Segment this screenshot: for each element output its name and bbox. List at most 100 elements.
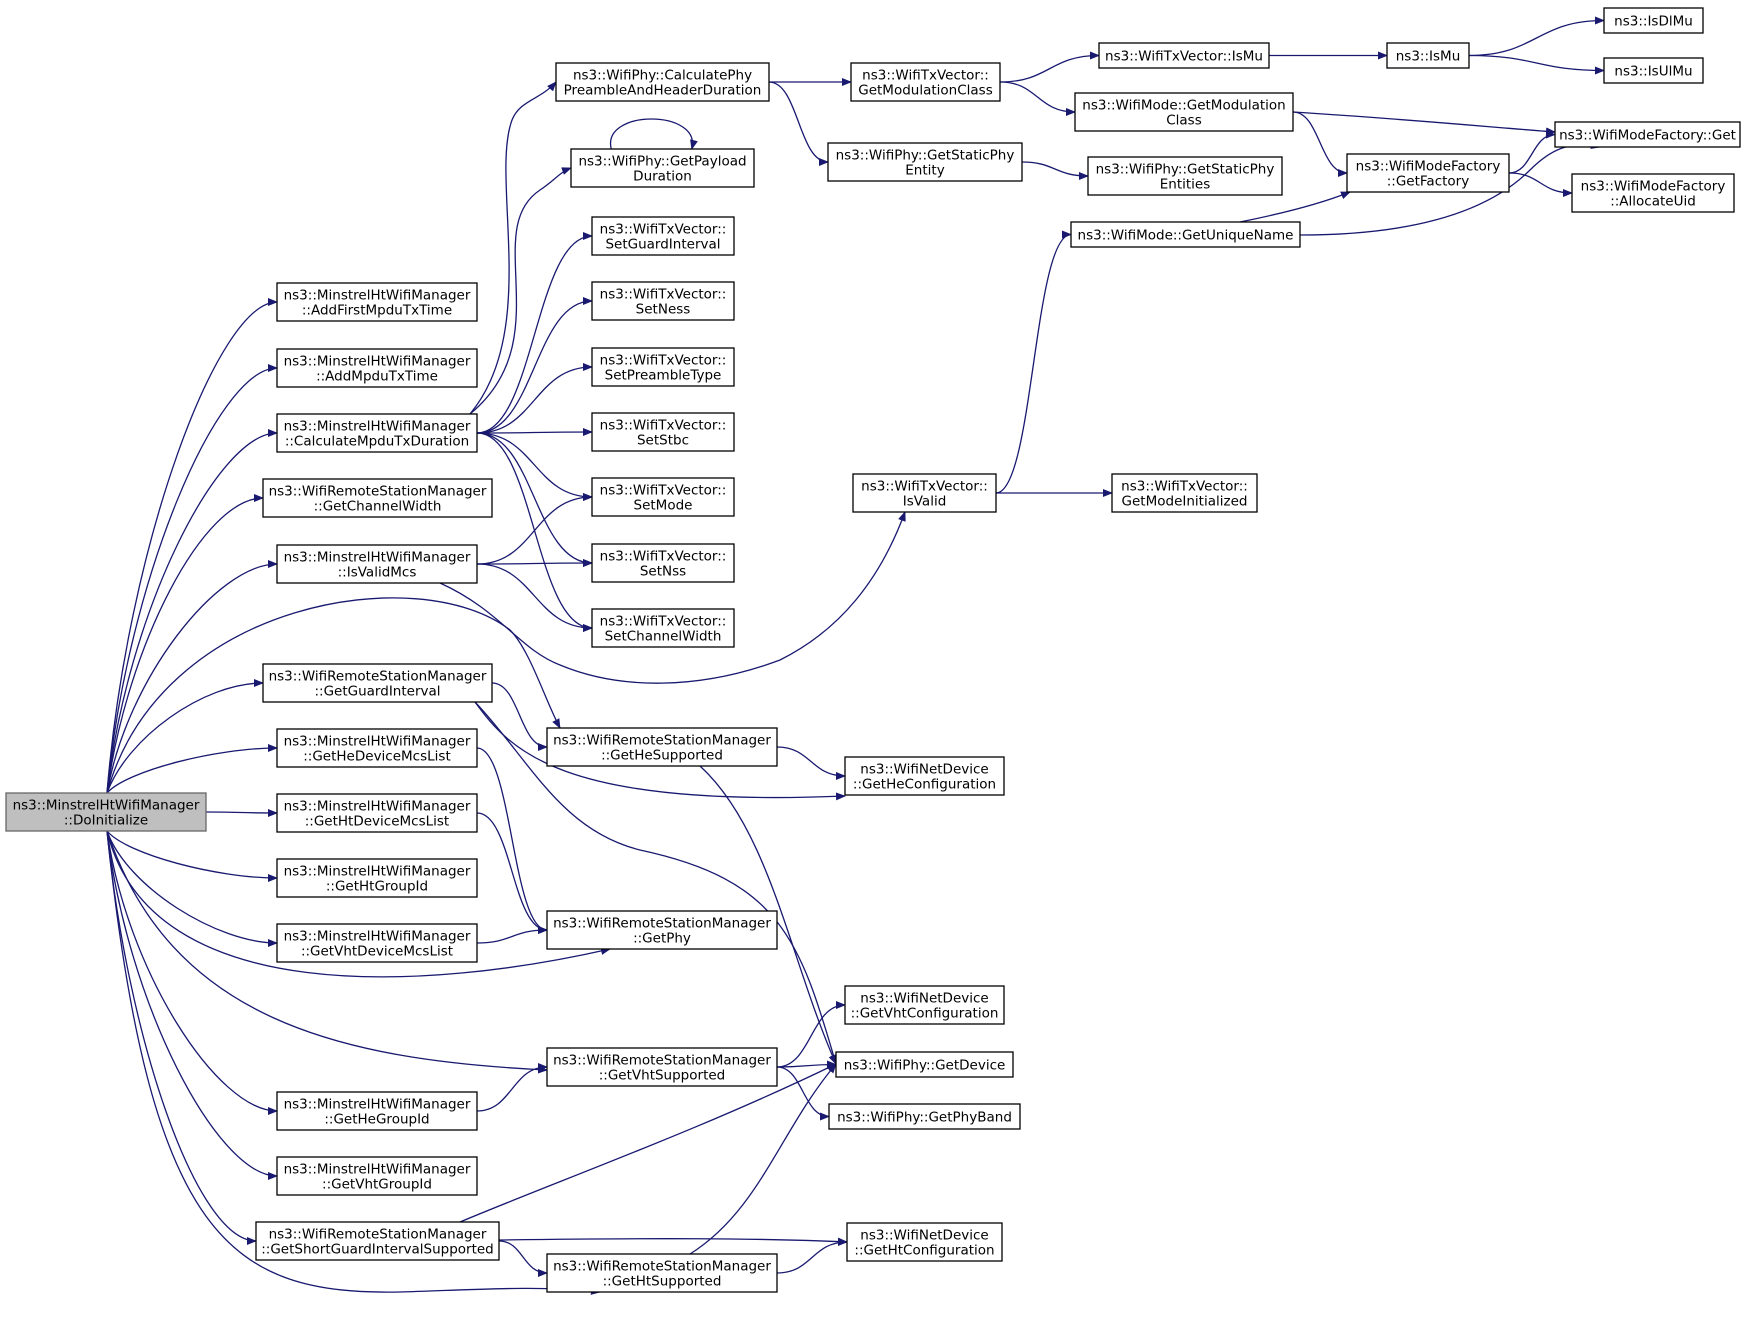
node-factoryGet[interactable]: ns3::WifiModeFactory::Get	[1554, 121, 1741, 148]
node-getVhtSupported[interactable]: ns3::WifiRemoteStationManager::GetVhtSup…	[546, 1047, 778, 1087]
node-getVhtDeviceMcs[interactable]: ns3::MinstrelHtWifiManager::GetVhtDevice…	[276, 923, 478, 963]
node-getHtDeviceMcs[interactable]: ns3::MinstrelHtWifiManager::GetHtDeviceM…	[276, 793, 478, 833]
node-isUlMu[interactable]: ns3::IsUlMu	[1603, 57, 1704, 84]
node-label-getStaticPhyEntities-1: Entities	[1160, 177, 1211, 193]
node-label-getChannelWidth-1: ::GetChannelWidth	[314, 499, 442, 515]
edge-factoryGetFactory-to-allocateUid	[1508, 172, 1573, 197]
edge-getVhtSupported-to-getPhyBand	[776, 1066, 830, 1121]
node-label-calcPreamble-0: ns3::WifiPhy::CalculatePhy	[573, 68, 752, 84]
edge-root-to-getChannelWidth	[106, 494, 264, 794]
node-txGetModClass[interactable]: ns3::WifiTxVector::GetModulationClass	[850, 62, 1001, 102]
node-label-addFirstMpdu-1: ::AddFirstMpduTxTime	[302, 303, 452, 319]
node-label-setChWidth-1: SetChannelWidth	[605, 629, 722, 645]
node-getPhy[interactable]: ns3::WifiRemoteStationManager::GetPhy	[546, 910, 778, 950]
edge-getSgiSupported-to-getHtConfig	[498, 1237, 848, 1246]
edge-isValidMcs-to-setMode	[476, 493, 593, 565]
edge-isMu-to-isDlMu	[1468, 16, 1605, 57]
node-getVhtGroupId[interactable]: ns3::MinstrelHtWifiManager::GetVhtGroupI…	[276, 1156, 478, 1196]
edge-calcMpdu-to-setNess	[476, 297, 593, 434]
node-box-addMpdu	[276, 348, 478, 388]
node-label-getUniqueName-0: ns3::WifiMode::GetUniqueName	[1078, 228, 1294, 244]
edge-getHtSupported-to-getDevice	[689, 1063, 837, 1255]
node-label-isDlMu-0: ns3::IsDlMu	[1614, 14, 1693, 30]
edge-factoryGetFactory-to-factoryGet	[1508, 130, 1556, 174]
node-box-addFirstMpdu	[276, 282, 478, 322]
node-getHtConfig[interactable]: ns3::WifiNetDevice::GetHtConfiguration	[846, 1222, 1003, 1262]
node-box-setChWidth	[591, 608, 735, 648]
node-root[interactable]: ns3::MinstrelHtWifiManager::DoInitialize	[5, 792, 207, 832]
node-setNess[interactable]: ns3::WifiTxVector::SetNess	[591, 281, 735, 321]
edge-root-to-getPhy	[106, 830, 611, 978]
node-isValid[interactable]: ns3::WifiTxVector::IsValid	[852, 473, 997, 513]
node-allocateUid[interactable]: ns3::WifiModeFactory::AllocateUid	[1571, 173, 1735, 213]
node-getVhtConfig[interactable]: ns3::WifiNetDevice::GetVhtConfiguration	[844, 985, 1005, 1025]
node-getDevice[interactable]: ns3::WifiPhy::GetDevice	[835, 1051, 1014, 1078]
node-label-getHeGroupId-0: ns3::MinstrelHtWifiManager	[284, 1097, 471, 1113]
node-label-getHtGroupId-1: ::GetHtGroupId	[326, 879, 428, 895]
edge-getVhtDeviceMcs-to-getPhy	[476, 926, 548, 944]
node-calcPreamble[interactable]: ns3::WifiPhy::CalculatePhyPreambleAndHea…	[555, 62, 770, 102]
edge-root-to-getHtDeviceMcs	[205, 808, 278, 817]
node-factoryGetFactory[interactable]: ns3::WifiModeFactory::GetFactory	[1346, 153, 1510, 193]
edge-root-to-addMpdu	[106, 364, 278, 794]
node-getHeDeviceMcs[interactable]: ns3::MinstrelHtWifiManager::GetHeDeviceM…	[276, 728, 478, 768]
node-getPhyBand[interactable]: ns3::WifiPhy::GetPhyBand	[828, 1103, 1021, 1130]
node-txIsMu[interactable]: ns3::WifiTxVector::IsMu	[1098, 42, 1270, 69]
node-getHtGroupId[interactable]: ns3::MinstrelHtWifiManager::GetHtGroupId	[276, 858, 478, 898]
edge-calcMpdu-to-calcPreamble	[469, 81, 557, 415]
edge-root-to-getVhtDeviceMcs	[106, 830, 278, 947]
node-label-getChannelWidth-0: ns3::WifiRemoteStationManager	[269, 484, 487, 500]
node-box-getStaticPhyEntity	[827, 142, 1023, 182]
node-label-getVhtGroupId-0: ns3::MinstrelHtWifiManager	[284, 1162, 471, 1178]
edge-isMu-to-isUlMu	[1468, 54, 1605, 75]
node-getHeSupported[interactable]: ns3::WifiRemoteStationManager::GetHeSupp…	[546, 727, 778, 767]
node-box-getGuardInterval	[262, 663, 493, 703]
edge-modeGetModClass-to-factoryGet	[1292, 111, 1556, 136]
node-getHeGroupId[interactable]: ns3::MinstrelHtWifiManager::GetHeGroupId	[276, 1091, 478, 1131]
node-setChWidth[interactable]: ns3::WifiTxVector::SetChannelWidth	[591, 608, 735, 648]
node-label-isMu-0: ns3::IsMu	[1396, 49, 1461, 65]
node-calcMpdu[interactable]: ns3::MinstrelHtWifiManager::CalculateMpd…	[276, 413, 478, 453]
edge-getHeSupported-to-getHeConfig	[776, 746, 846, 780]
node-setPreamble[interactable]: ns3::WifiTxVector::SetPreambleType	[591, 347, 735, 387]
node-box-txIsMu	[1098, 42, 1270, 69]
node-isMu[interactable]: ns3::IsMu	[1386, 42, 1470, 69]
node-isDlMu[interactable]: ns3::IsDlMu	[1603, 7, 1704, 34]
node-label-calcPreamble-1: PreambleAndHeaderDuration	[564, 83, 762, 99]
node-addMpdu[interactable]: ns3::MinstrelHtWifiManager::AddMpduTxTim…	[276, 348, 478, 388]
node-label-setPreamble-0: ns3::WifiTxVector::	[600, 353, 727, 369]
node-getHtSupported[interactable]: ns3::WifiRemoteStationManager::GetHtSupp…	[546, 1253, 778, 1293]
node-getSgiSupported[interactable]: ns3::WifiRemoteStationManager::GetShortG…	[255, 1221, 500, 1261]
node-label-calcMpdu-0: ns3::MinstrelHtWifiManager	[284, 419, 471, 435]
node-box-getHeGroupId	[276, 1091, 478, 1131]
edge-calcMpdu-to-setGuard	[476, 232, 593, 434]
node-box-getPhy	[546, 910, 778, 950]
node-setMode[interactable]: ns3::WifiTxVector::SetMode	[591, 477, 735, 517]
edge-root-to-isValidMcs	[106, 560, 278, 794]
node-label-setChWidth-0: ns3::WifiTxVector::	[600, 614, 727, 630]
node-getHeConfig[interactable]: ns3::WifiNetDevice::GetHeConfiguration	[844, 756, 1005, 796]
node-box-getHtSupported	[546, 1253, 778, 1293]
node-getChannelWidth[interactable]: ns3::WifiRemoteStationManager::GetChanne…	[262, 478, 493, 518]
node-setStbc[interactable]: ns3::WifiTxVector::SetStbc	[591, 412, 735, 452]
edge-calcPreamble-to-getStaticPhyEntity	[768, 81, 829, 166]
node-isValidMcs[interactable]: ns3::MinstrelHtWifiManager::IsValidMcs	[276, 544, 478, 584]
node-box-getPayload	[570, 148, 755, 188]
node-label-isValidMcs-0: ns3::MinstrelHtWifiManager	[284, 550, 471, 566]
node-getUniqueName[interactable]: ns3::WifiMode::GetUniqueName	[1070, 221, 1301, 248]
node-label-txIsMu-0: ns3::WifiTxVector::IsMu	[1105, 49, 1263, 65]
edge-getGuardInterval-to-getHeSupported	[491, 682, 548, 751]
node-label-setNess-0: ns3::WifiTxVector::	[600, 287, 727, 303]
node-modeGetModClass[interactable]: ns3::WifiMode::GetModulationClass	[1074, 92, 1294, 132]
edge-getGuardInterval-to-getDevice	[474, 701, 838, 1065]
node-getGuardInterval[interactable]: ns3::WifiRemoteStationManager::GetGuardI…	[262, 663, 493, 703]
node-label-getVhtConfig-0: ns3::WifiNetDevice	[860, 991, 988, 1007]
node-addFirstMpdu[interactable]: ns3::MinstrelHtWifiManager::AddFirstMpdu…	[276, 282, 478, 322]
node-setNss[interactable]: ns3::WifiTxVector::SetNss	[591, 543, 735, 583]
node-box-getPhyBand	[828, 1103, 1021, 1130]
node-getModeInit[interactable]: ns3::WifiTxVector::GetModeInitialized	[1111, 473, 1258, 513]
node-setGuard[interactable]: ns3::WifiTxVector::SetGuardInterval	[591, 216, 735, 256]
